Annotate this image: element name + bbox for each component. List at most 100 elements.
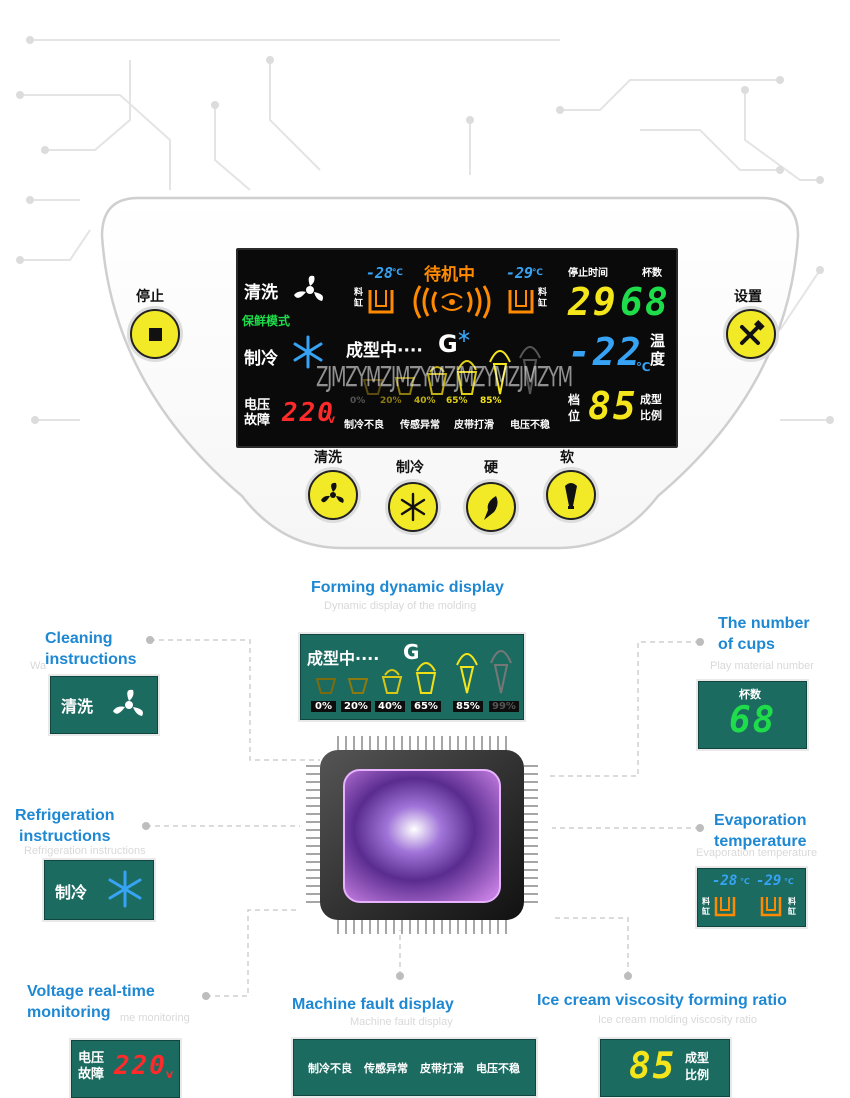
lcd-stop-time-label: 停止时间	[568, 268, 608, 279]
lcd-temp-big-unit: ℃	[636, 360, 651, 374]
soft-icon	[565, 483, 577, 509]
lcd-percent-65: 65%	[446, 396, 468, 406]
lcd-voltage-digits: 220	[282, 398, 335, 428]
cylinder-left-icon	[368, 290, 394, 314]
stop-icon	[148, 327, 162, 341]
lcd-percent-20: 20%	[380, 396, 402, 406]
clean-button[interactable]	[308, 470, 358, 520]
evaporation-title: Evaporation temperature	[714, 812, 807, 850]
voltage-box-digits: 220	[114, 1051, 167, 1081]
snowflake-icon	[400, 492, 426, 522]
fault-item-3: 电压不稳	[476, 1062, 520, 1075]
evap-cyl-left: 料 缸	[702, 897, 710, 916]
lcd-temp-label: 温 度	[650, 332, 666, 368]
evap-left-unit: ℃	[740, 877, 750, 886]
circuit-background	[16, 36, 834, 424]
cooling-button-label: 制冷	[396, 460, 424, 476]
lcd-temp-right: -29	[506, 264, 534, 282]
fault-item-1: 传感异常	[364, 1062, 408, 1075]
stop-button[interactable]	[130, 309, 180, 359]
lcd-temp-right-unit: ℃	[532, 268, 543, 278]
ratio-title: Ice cream viscosity forming ratio	[537, 992, 787, 1009]
voltage-box: 电压 故障 220 V	[71, 1040, 180, 1098]
lcd-temp-left-unit: ℃	[392, 268, 403, 278]
cleaning-box: 清洗	[50, 676, 158, 734]
ratio-subtitle: Ice cream molding viscosity ratio	[598, 1014, 757, 1026]
voltage-title: Voltage real-time monitoring	[27, 983, 155, 1021]
forming-box: 成型中···· G 0% 20% 40% 65% 85% 99%	[300, 634, 524, 720]
lcd-voltage-label: 电压 故障	[244, 398, 271, 428]
fan-icon	[321, 482, 344, 503]
cylinder-right-icon	[508, 290, 534, 314]
lcd-fault-1: 传感异常	[400, 420, 440, 431]
lcd-forming: 成型中····	[346, 341, 423, 361]
evap-cyl-right: 料 缸	[788, 897, 796, 916]
signal-icon	[413, 285, 491, 319]
watermark-text: ZJMZYMZJMZYMZJMZYMZJMZYM	[316, 360, 573, 393]
lcd-cup-digits: 68	[620, 280, 670, 324]
lcd-gear-label: 档 位	[568, 393, 581, 423]
lcd-g-mark: G	[438, 330, 458, 358]
lcd-ratio-label: 成型 比例	[640, 393, 662, 422]
evap-right-unit: ℃	[784, 877, 794, 886]
refrigeration-subtitle: Refrigeration instructions	[24, 845, 146, 857]
ratio-box-label: 成型 比例	[685, 1051, 710, 1082]
lcd-percent-0: 0%	[350, 396, 366, 406]
soft-button[interactable]	[546, 470, 596, 520]
forming-box-text: 成型中····	[307, 649, 380, 668]
fault-box: 制冷不良 传感异常 皮带打滑 电压不稳	[293, 1039, 536, 1096]
lcd-clean-label: 清洗	[244, 283, 278, 303]
forming-percent-0: 0%	[311, 701, 336, 712]
evap-right-temp: -29	[756, 873, 782, 889]
lcd-fault-3: 电压不稳	[510, 420, 550, 431]
forming-percent-85: 85%	[453, 701, 483, 712]
lcd-fault-2: 皮带打滑	[454, 420, 494, 431]
cylinder-right-icon	[760, 897, 782, 917]
forming-percent-99: 99%	[489, 701, 519, 712]
cups-box-digits: 68	[729, 700, 777, 741]
ratio-box-digits: 85	[629, 1046, 677, 1087]
evaporation-box: -28 ℃ -29 ℃ 料 缸 料 缸	[697, 868, 806, 927]
evap-left-temp: -28	[712, 873, 738, 889]
cleaning-box-text: 清洗	[61, 697, 94, 716]
soft-button-label: 软	[560, 450, 574, 466]
forming-percent-40: 40%	[375, 701, 405, 712]
lcd-standby: 待机中	[424, 265, 475, 285]
fan-icon	[294, 275, 323, 301]
fault-item-0: 制冷不良	[308, 1062, 352, 1075]
lcd-keep-fresh-label: 保鲜模式	[242, 314, 291, 328]
cylinder-left-icon	[714, 897, 736, 917]
stop-label: 停止	[136, 289, 164, 305]
lcd-cooling-label: 制冷	[244, 349, 278, 369]
cups-box: 杯数 68	[698, 681, 807, 749]
forming-percent-20: 20%	[341, 701, 371, 712]
settings-button[interactable]	[726, 309, 776, 359]
fault-item-2: 皮带打滑	[420, 1062, 464, 1075]
lcd-percent-85: 85%	[480, 396, 502, 406]
lcd-stop-time-digits: 29	[568, 280, 618, 324]
voltage-box-label: 电压 故障	[78, 1051, 105, 1082]
lcd-temp-left: -28	[366, 264, 394, 282]
voltage-subtitle: me monitoring	[120, 1012, 190, 1024]
settings-label: 设置	[734, 289, 762, 305]
fan-icon	[113, 689, 143, 716]
forming-percent-65: 65%	[411, 701, 441, 712]
lcd-cup-count-label: 杯数	[642, 268, 662, 279]
processor-chip-image	[306, 736, 538, 934]
lcd-fault-0: 制冷不良	[344, 420, 384, 431]
refrigeration-box-text: 制冷	[55, 883, 88, 902]
voltage-box-unit: V	[166, 1071, 173, 1081]
refrigeration-title: Refrigeration instructions	[15, 807, 115, 845]
forming-title: Forming dynamic display	[311, 579, 504, 596]
lcd-percent-40: 40%	[414, 396, 436, 406]
lcd-temp-big: -22	[568, 330, 643, 374]
cups-title: The number of cups	[718, 615, 810, 653]
tools-icon	[740, 320, 765, 345]
evaporation-subtitle: Evaporation temperature	[696, 847, 818, 859]
cups-progress-icon	[315, 650, 512, 694]
forming-subtitle: Dynamic display of the molding	[324, 600, 477, 612]
cooling-button[interactable]	[388, 482, 438, 532]
lcd-cylinder-left: 料 缸	[354, 288, 364, 309]
hard-button[interactable]	[466, 482, 516, 532]
small-snowflake-icon	[458, 330, 470, 342]
